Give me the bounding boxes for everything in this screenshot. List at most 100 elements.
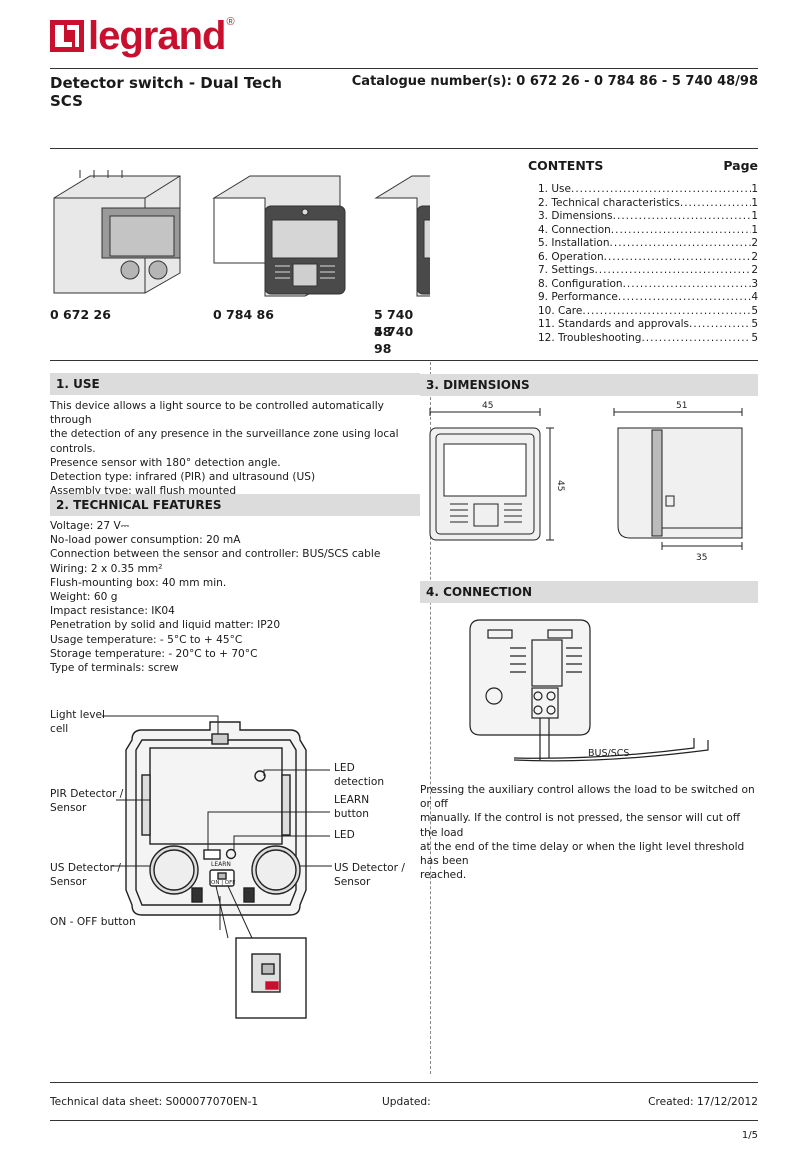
toc-item-label: 12. Troubleshooting [538,331,642,344]
connection-line: manually. If the control is not pressed,… [420,812,741,839]
toc-leader-dots [571,183,751,197]
led-detection-label: LED detection [334,761,384,789]
toc-item-page: 1 [751,196,758,209]
toc-item-page: 2 [751,237,758,249]
toc-item-label: 4. Connection [538,223,611,236]
use-line: the detection of any presence in the sur… [50,428,399,441]
tech-line: Voltage: 27 V⎓ [50,520,130,532]
section-dimensions-heading: 3. DIMENSIONS [420,374,758,396]
section-rule [50,360,758,361]
contents-header: CONTENTS Page [528,158,758,173]
tech-line: Wiring: 2 x 0.35 mm² [50,562,163,575]
toc-item-label: 2. Technical characteristics [538,196,680,209]
product-code-4: 5 740 98 [374,324,414,356]
section-connection-heading: 4. CONNECTION [420,581,758,603]
front-height-dim: 45 [555,480,565,491]
us-left-line: US Detector / [50,862,121,874]
tech-line: Flush-mounting box: 40 mm min. [50,576,227,589]
toc-item-page: 3 [751,277,758,290]
toc-item: 10. Care5 [528,305,758,319]
product-code-3: 5 740 48 [374,307,414,339]
toc-item: 12. Troubleshooting 5 [528,332,758,346]
learn-button-label: LEARN button [334,793,369,821]
column-separator [430,362,431,1074]
tech-line: Penetration by solid and liquid matter: … [50,619,281,632]
toc-leader-dots [623,278,752,292]
contents-page-label: Page [723,158,758,173]
us-right-line: US Detector / [334,862,405,874]
us-right-label: US Detector / Sensor [334,861,405,889]
led-detection-line: detection [334,776,385,788]
learn-text: LEARN [211,861,231,868]
tech-line: No-load power consumption: 20 mA [50,534,241,547]
toc-item-page: 5 [751,318,758,330]
toc-item: 1. Use 1 [528,183,758,197]
toc-leader-dots [594,264,751,278]
footer-rule-top [50,1082,758,1083]
toc-leader-dots [611,224,752,238]
use-line: controls. [50,442,96,455]
title-rule [50,148,758,149]
pir-label: PIR Detector / Sensor [50,787,123,815]
toc-leader-dots [604,251,752,265]
toc-item-page: 1 [751,223,758,236]
connection-text: Pressing the auxiliary control allows th… [420,783,760,882]
led-detection-line: LED [334,762,355,774]
light-level-line: cell [50,723,69,735]
toc-item: 7. Settings2 [528,264,758,278]
product-images: 0 672 26 0 784 86 5 740 48 5 740 98 [50,168,488,356]
title-line-2: SCS [50,92,83,110]
toc-item-page: 1 [751,210,758,222]
us-left-line: Sensor [50,876,87,888]
pir-line: PIR Detector / [50,788,124,800]
tech-line: Weight: 60 g [50,591,118,604]
tech-line: Usage temperature: - 5°C to + 45°C [50,633,243,646]
toc-leader-dots [641,332,751,346]
toc-item: 9. Performance4 [528,291,758,305]
connection-diagram: BUS/SCS [469,619,709,762]
dimensions-drawing: 45 45 51 35 [429,401,743,563]
tech-line: Connection between the sensor and contro… [50,548,381,561]
tech-line: Type of terminals: screw [50,662,179,675]
toc-item: 6. Operation2 [528,251,758,265]
document-title: Detector switch - Dual Tech SCS [50,74,282,110]
page-number: 1/5 [741,1130,758,1141]
use-line: This device allows a light source to be … [50,400,384,427]
tech-text: Voltage: 27 V⎓ No-load power consumption… [50,519,420,675]
legrand-logo: legrand ® [50,16,235,56]
toc-item-label: 5. Installation [538,237,610,249]
toc-item-page: 2 [751,250,758,263]
product-code-1: 0 672 26 [50,307,111,322]
header-rule [50,68,758,69]
toc-item-label: 8. Configuration [538,277,623,290]
toc-item-label: 1. Use [538,183,571,195]
toc-item: 8. Configuration 3 [528,278,758,292]
toc-item: 4. Connection 1 [528,224,758,238]
footer-updated: Updated: [382,1096,431,1108]
learn-button-line: LEARN [334,794,370,806]
pir-line: Sensor [50,802,87,814]
footer-sheet: Technical data sheet: S000077070EN-1 [50,1096,259,1108]
tech-line: Storage temperature: - 20°C to + 70°C [50,647,258,660]
toc-item-label: 7. Settings [538,264,595,276]
toc-item: 5. Installation 2 [528,237,758,251]
toc-item: 3. Dimensions1 [528,210,758,224]
connection-line: Pressing the auxiliary control allows th… [420,784,755,811]
registered-mark: ® [226,16,235,28]
on-off-label: ON - OFF button [50,916,136,928]
bus-scs-label: BUS/SCS [588,748,629,759]
device-diagram: LEARN ON | OFF [102,715,332,1019]
toc-leader-dots [618,291,751,305]
contents-heading: CONTENTS [528,158,604,173]
footer-rule-bottom [50,1120,758,1121]
side-depth-dim: 35 [696,553,707,563]
toc-item-page: 5 [751,331,758,344]
connection-line: reached. [420,869,467,882]
toc-item-page: 1 [751,183,758,195]
learn-button-line: button [334,808,369,820]
on-off-text: ON | OFF [211,880,235,886]
legrand-mark-icon [50,20,84,52]
toc-item-label: 10. Care [538,304,583,317]
toc-leader-dots [613,210,752,224]
brand-name: legrand [88,14,226,58]
